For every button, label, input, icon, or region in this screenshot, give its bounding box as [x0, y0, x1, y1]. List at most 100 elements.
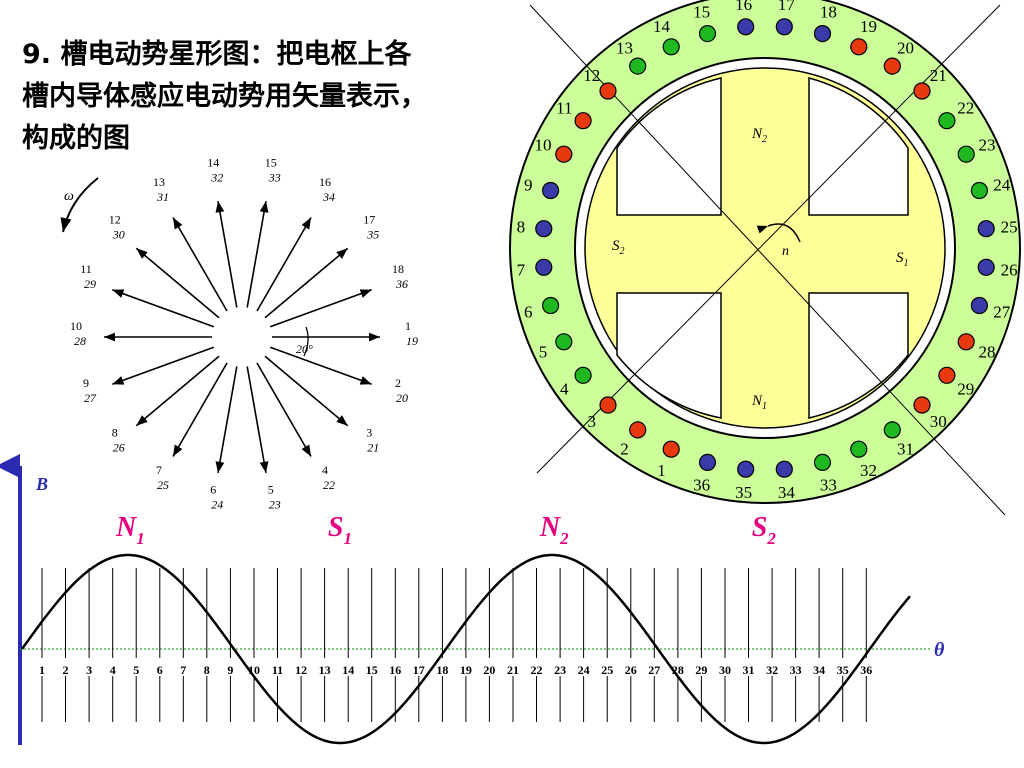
slot-index-17: 17 [413, 663, 425, 677]
rotor-gap-top-right [808, 77, 909, 216]
star-label-21: 21 [367, 441, 379, 455]
slot-conductor-4 [574, 366, 592, 384]
omega-label: ω [64, 189, 74, 204]
slot-index-36: 36 [860, 663, 872, 677]
slot-index-7: 7 [180, 663, 186, 677]
star-vector-13 [172, 217, 228, 312]
slot-number-13: 13 [616, 38, 633, 57]
star-vector-6 [215, 366, 238, 474]
star-vector-3 [264, 355, 349, 427]
slot-conductor-30 [913, 396, 931, 414]
star-label-32: 32 [210, 171, 223, 185]
slot-index-20: 20 [483, 663, 495, 677]
angle-arc [303, 326, 309, 357]
slot-index-16: 16 [389, 663, 401, 677]
star-vector-7 [172, 362, 228, 457]
wave-pole-label-3: N2 [539, 512, 569, 548]
omega-arrow [60, 177, 99, 233]
slot-number-6: 6 [524, 302, 533, 321]
slot-number-15: 15 [693, 2, 710, 21]
slot-number-28: 28 [979, 343, 996, 362]
theta-axis-label: θ [934, 639, 945, 661]
star-label-24: 24 [211, 498, 223, 512]
star-vector-18 [269, 289, 372, 328]
slot-number-34: 34 [778, 483, 796, 502]
star-label-5: 5 [268, 483, 274, 497]
star-label-4: 4 [322, 463, 328, 477]
star-label-18: 18 [392, 262, 404, 276]
slot-conductor-22 [938, 112, 956, 130]
star-label-35: 35 [366, 227, 379, 241]
star-label-10: 10 [70, 319, 82, 333]
slot-conductor-7 [535, 258, 553, 276]
pole-n1-label: N1 [751, 393, 767, 412]
slot-index-13: 13 [319, 663, 331, 677]
slot-index-27: 27 [648, 663, 660, 677]
slot-number-14: 14 [653, 17, 671, 36]
star-label-17: 17 [363, 212, 375, 226]
slot-conductor-14 [662, 38, 680, 56]
rotor-gap-bottom-left [616, 292, 722, 419]
star-vector-4 [256, 362, 312, 457]
star-label-8: 8 [112, 426, 118, 440]
pole-s1-label: S1 [896, 250, 909, 269]
slot-index-1: 1 [39, 663, 45, 677]
star-label-28: 28 [74, 334, 86, 348]
slot-number-11: 11 [556, 99, 572, 118]
rotor-gap-bottom-right [808, 292, 909, 419]
slot-conductor-6 [541, 296, 560, 315]
star-vector-2 [269, 346, 372, 385]
star-label-15: 15 [265, 156, 277, 170]
star-label-34: 34 [322, 190, 335, 204]
star-vector-16 [256, 217, 312, 312]
slot-index-12: 12 [295, 663, 307, 677]
pole-s2-label: S2 [612, 238, 625, 257]
star-label-13: 13 [153, 175, 165, 189]
star-vector-17 [264, 247, 349, 319]
slot-index-24: 24 [578, 663, 590, 677]
slot-number-17: 17 [778, 0, 796, 14]
slot-index-23: 23 [554, 663, 566, 677]
slot-index-21: 21 [507, 663, 519, 677]
slot-conductor-31 [883, 421, 901, 439]
slot-index-6: 6 [157, 663, 163, 677]
slot-conductor-29 [938, 366, 956, 384]
slot-conductor-17 [775, 18, 793, 36]
star-label-31: 31 [156, 190, 169, 204]
slot-conductor-32 [850, 440, 868, 458]
slot-conductor-15 [698, 24, 717, 43]
star-label-25: 25 [157, 478, 169, 492]
slot-conductor-19 [850, 38, 868, 56]
slot-index-18: 18 [436, 663, 448, 677]
slot-number-23: 23 [979, 136, 996, 155]
star-label-36: 36 [395, 277, 408, 291]
slot-emf-star-diagram: ω 20° 1192203214225236247258269271028112… [60, 156, 418, 512]
slot-number-25: 25 [1001, 218, 1018, 237]
slot-conductor-21 [913, 82, 931, 100]
star-label-20: 20 [396, 391, 408, 405]
slot-number-33: 33 [820, 476, 837, 495]
b-axis-label: B [35, 474, 48, 494]
slot-number-32: 32 [860, 461, 877, 480]
star-label-2: 2 [395, 376, 401, 390]
star-label-30: 30 [112, 227, 125, 241]
slot-index-33: 33 [790, 663, 802, 677]
slot-index-4: 4 [110, 663, 116, 677]
slot-index-31: 31 [743, 663, 755, 677]
slot-number-24: 24 [993, 176, 1011, 195]
slot-number-26: 26 [1001, 260, 1018, 279]
star-label-33: 33 [268, 171, 281, 185]
slot-index-3: 3 [86, 663, 92, 677]
slot-conductor-26 [977, 258, 995, 276]
star-label-1: 1 [405, 319, 411, 333]
rotation-arrow [756, 223, 801, 243]
slot-number-5: 5 [539, 343, 548, 362]
star-label-11: 11 [80, 262, 92, 276]
slot-number-8: 8 [517, 218, 526, 237]
star-vector-11 [112, 289, 215, 328]
slot-conductor-8 [535, 220, 553, 238]
slot-index-35: 35 [837, 663, 849, 677]
